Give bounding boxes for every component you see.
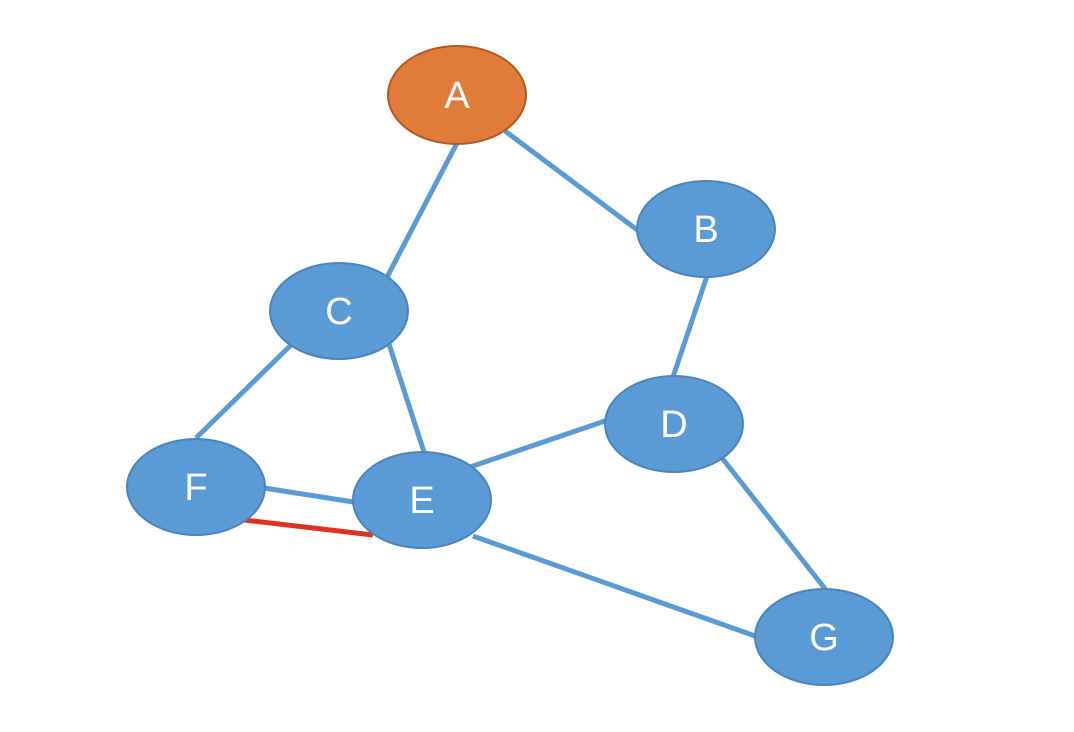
node-f-label: F [184, 467, 207, 509]
edge-d-g [720, 456, 828, 592]
node-e: E [352, 451, 492, 549]
node-b: B [636, 180, 776, 278]
node-f-ellipse [126, 438, 266, 536]
node-e-label: E [409, 480, 434, 522]
node-e-ellipse [352, 451, 492, 549]
edge-b-d [670, 275, 710, 378]
node-a: A [387, 45, 527, 145]
node-c: C [269, 262, 409, 360]
node-d: D [604, 375, 744, 473]
edge-e-g [472, 533, 759, 640]
node-c-ellipse [269, 262, 409, 360]
node-b-label: B [693, 209, 718, 251]
edge-f-e [263, 485, 361, 506]
node-g-ellipse [754, 588, 894, 686]
edge-d-e [469, 418, 606, 470]
node-d-ellipse [604, 375, 744, 473]
edge-f-e-highlighted [243, 517, 374, 538]
edges-layer [194, 128, 828, 640]
node-b-ellipse [636, 180, 776, 278]
edge-a-b [503, 128, 642, 235]
node-a-ellipse [387, 45, 527, 145]
edge-a-c [383, 141, 460, 281]
node-a-label: A [444, 75, 470, 117]
node-d-label: D [660, 404, 687, 446]
node-f: F [126, 438, 266, 536]
node-g-label: G [809, 617, 839, 659]
nodes-layer: A B C D E F G [126, 45, 894, 686]
node-g: G [754, 588, 894, 686]
node-c-label: C [325, 291, 352, 333]
edge-c-f [194, 343, 293, 440]
edge-c-e [385, 340, 428, 456]
